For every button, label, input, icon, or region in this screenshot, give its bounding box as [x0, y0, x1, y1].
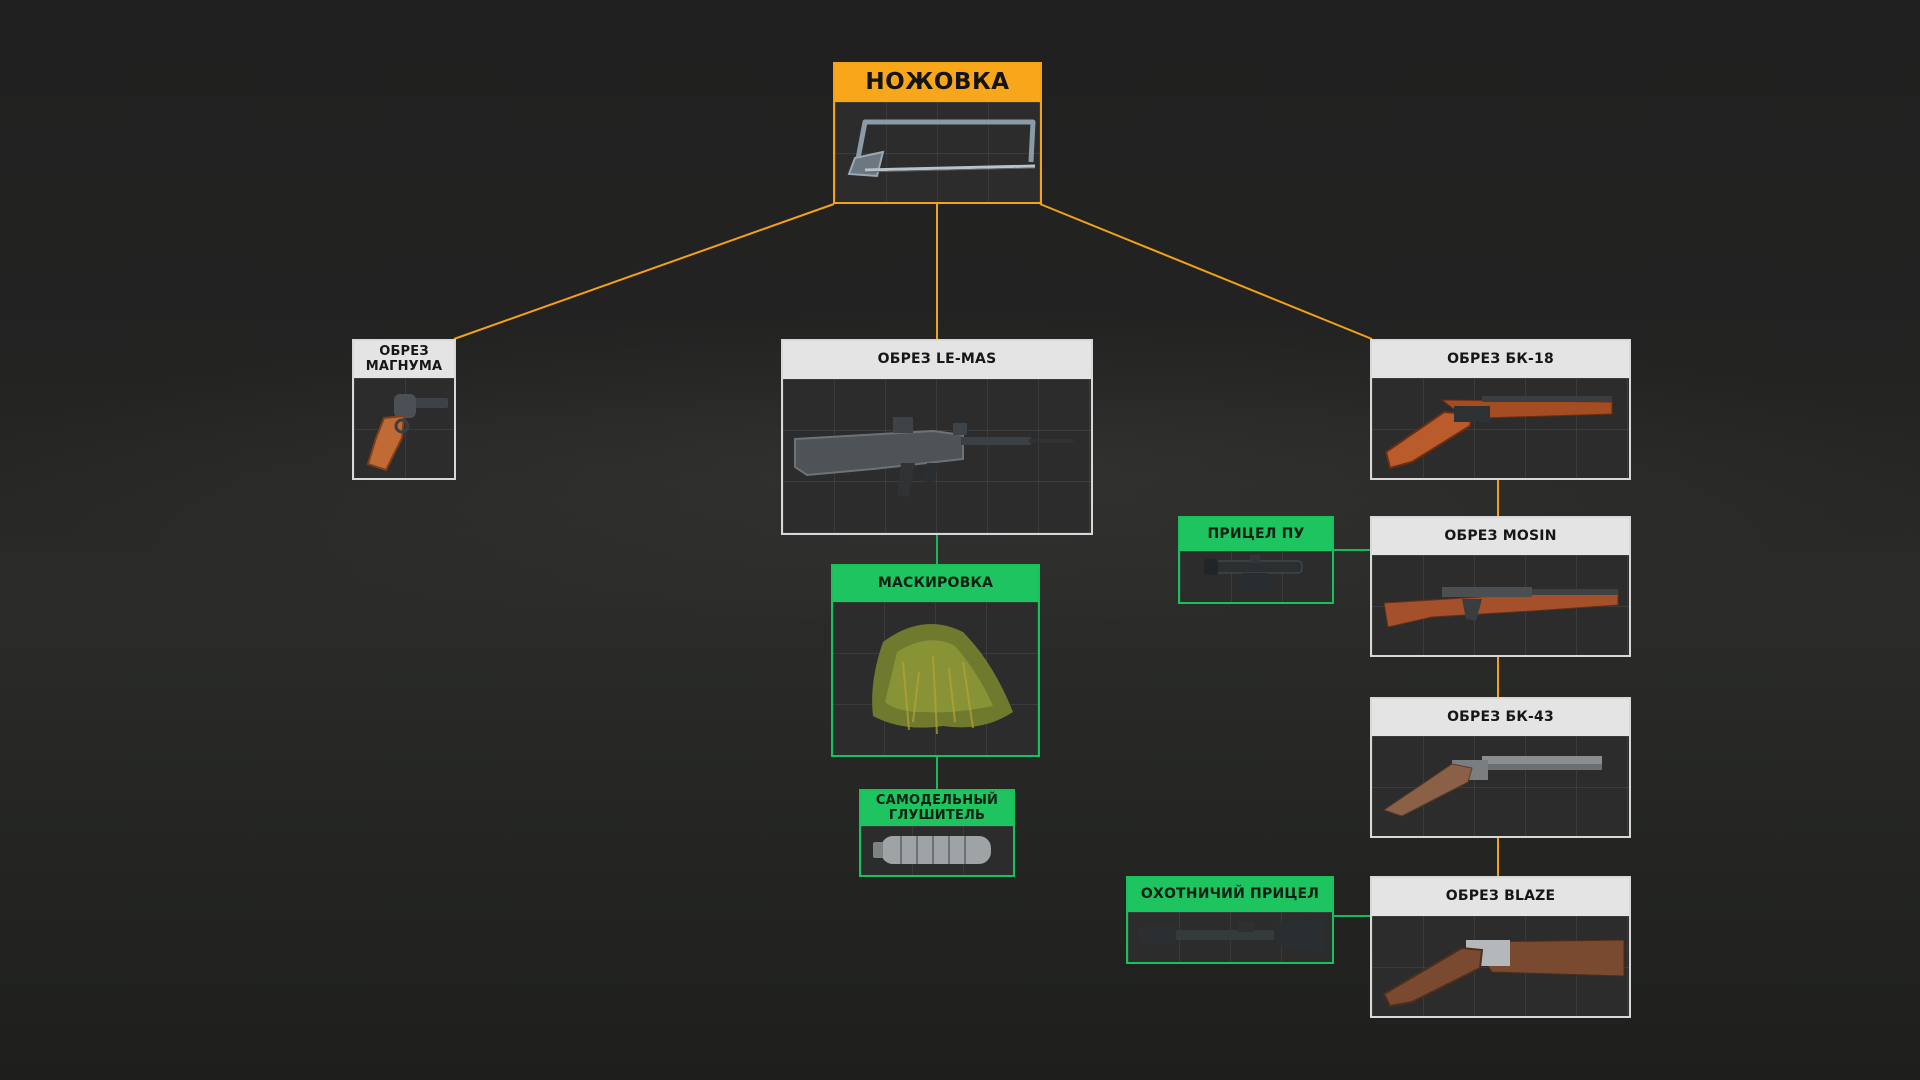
node-camouflage[interactable]: МАСКИРОВКА	[831, 564, 1040, 757]
node-title: САМОДЕЛЬНЫЙ ГЛУШИТЕЛЬ	[861, 791, 1013, 826]
node-title: НОЖОВКА	[835, 64, 1040, 102]
node-title: ОБРЕЗ MOSIN	[1372, 518, 1629, 555]
node-image	[835, 102, 1040, 202]
node-image	[1372, 916, 1629, 1016]
node-title: ОБРЕЗ BLAZE	[1372, 878, 1629, 916]
node-sawed-off-bk43[interactable]: ОБРЕЗ БК-43	[1370, 697, 1631, 838]
node-sawed-off-mosin[interactable]: ОБРЕЗ MOSIN	[1370, 516, 1631, 657]
node-image	[833, 602, 1038, 755]
node-image	[783, 379, 1091, 533]
node-sawed-off-blaze[interactable]: ОБРЕЗ BLAZE	[1370, 876, 1631, 1018]
node-title: ОБРЕЗ МАГНУМА	[354, 341, 454, 378]
node-image	[861, 826, 1013, 875]
node-sawed-off-magnum[interactable]: ОБРЕЗ МАГНУМА	[352, 339, 456, 480]
node-image	[1372, 736, 1629, 836]
link-root-bk18	[1039, 203, 1373, 340]
node-image	[1128, 912, 1332, 962]
link-root-magnum	[453, 203, 835, 340]
node-title: МАСКИРОВКА	[833, 566, 1038, 602]
node-homemade-silencer[interactable]: САМОДЕЛЬНЫЙ ГЛУШИТЕЛЬ	[859, 789, 1015, 877]
node-image	[354, 378, 454, 478]
node-title: ОХОТНИЧИЙ ПРИЦЕЛ	[1128, 878, 1332, 912]
node-title: ОБРЕЗ БК-18	[1372, 341, 1629, 378]
node-hacksaw[interactable]: НОЖОВКА	[833, 62, 1042, 204]
node-pu-scope[interactable]: ПРИЦЕЛ ПУ	[1178, 516, 1334, 604]
node-title: ПРИЦЕЛ ПУ	[1180, 518, 1332, 551]
node-image	[1180, 551, 1332, 602]
node-title: ОБРЕЗ LE-MAS	[783, 341, 1091, 379]
node-image	[1372, 555, 1629, 655]
node-sawed-off-bk18[interactable]: ОБРЕЗ БК-18	[1370, 339, 1631, 480]
node-sawed-off-lemas[interactable]: ОБРЕЗ LE-MAS	[781, 339, 1093, 535]
node-hunting-scope[interactable]: ОХОТНИЧИЙ ПРИЦЕЛ	[1126, 876, 1334, 964]
node-image	[1372, 378, 1629, 478]
node-title: ОБРЕЗ БК-43	[1372, 699, 1629, 736]
